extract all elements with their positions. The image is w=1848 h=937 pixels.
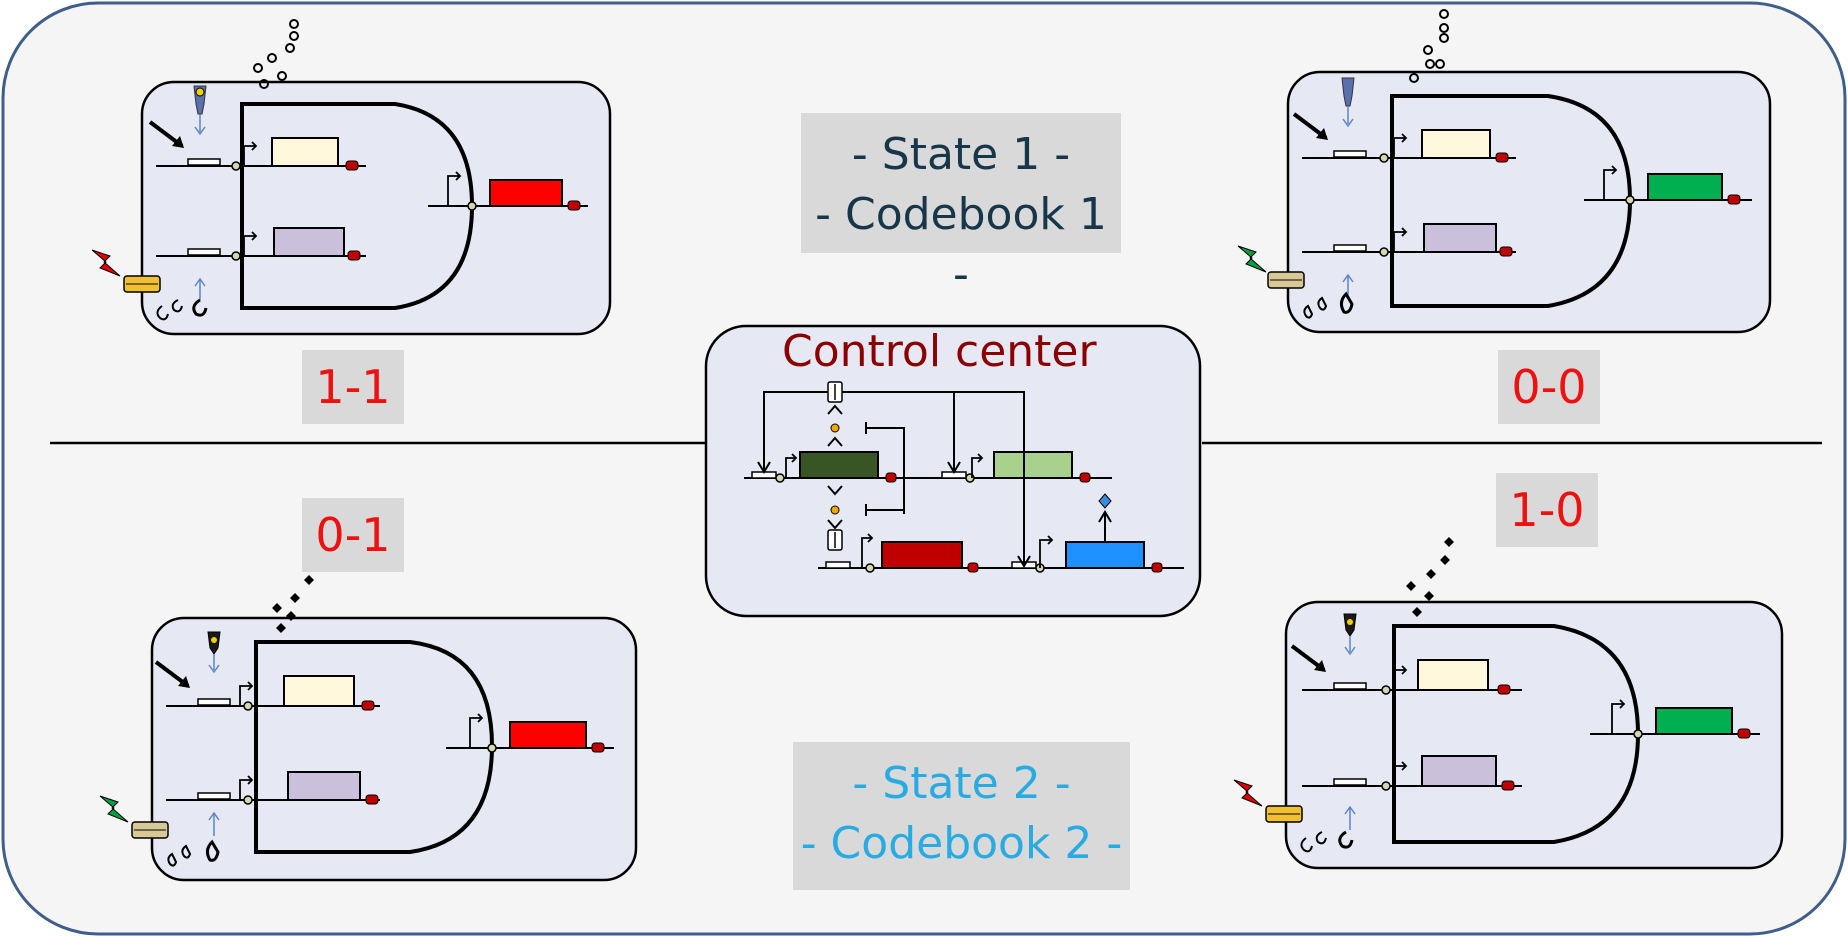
gene-dark-red (881, 541, 963, 569)
blue-diamond-icon (1098, 493, 1112, 509)
gene-lavender (1423, 223, 1497, 253)
gene-cream (271, 137, 339, 167)
codebook-1-title: - Codebook 1 - (815, 189, 1107, 300)
cell-membrane (1286, 70, 1772, 334)
cell-membrane (140, 80, 612, 336)
code-bottom-right: 1-0 (1496, 473, 1598, 547)
state-1-title: - State 1 - (851, 129, 1071, 180)
gene-cream (1421, 129, 1491, 159)
state-2-label: - State 2 - - Codebook 2 - (793, 742, 1130, 890)
cell-top-left (91, 19, 612, 336)
gene-cream (1417, 659, 1489, 691)
state-2-title: - State 2 - (852, 758, 1071, 809)
control-center (704, 324, 1202, 618)
lightning-icon (1233, 779, 1263, 807)
cell-bottom-right (1233, 537, 1784, 870)
cell-top-right (1237, 9, 1772, 334)
gene-dark-green (799, 451, 879, 479)
gene-lavender (287, 771, 361, 801)
gene-blue (1065, 541, 1145, 569)
output-gene-red (489, 179, 563, 207)
code-top-right: 0-0 (1498, 350, 1600, 424)
gene-cream (283, 675, 355, 707)
gene-lavender (1421, 755, 1497, 787)
output-gene-green (1647, 173, 1723, 201)
cell-membrane (150, 616, 638, 882)
cell-membrane (1284, 600, 1784, 870)
state-1-label: - State 1 - - Codebook 1 - (801, 113, 1121, 300)
lightning-icon (91, 249, 121, 277)
codebook-2-title: - Codebook 2 - (800, 818, 1123, 869)
gene-lavender (273, 227, 345, 257)
cell-bottom-left (99, 575, 638, 882)
lightning-icon (99, 795, 129, 823)
gene-light-green (993, 451, 1073, 479)
inducer-icon (1341, 77, 1355, 107)
output-gene-red (509, 721, 587, 749)
code-bottom-left: 0-1 (302, 498, 404, 572)
lightning-icon (1237, 245, 1267, 273)
code-top-left: 1-1 (302, 350, 404, 424)
output-gene-green (1655, 707, 1733, 735)
control-center-title: Control center (782, 326, 1097, 377)
